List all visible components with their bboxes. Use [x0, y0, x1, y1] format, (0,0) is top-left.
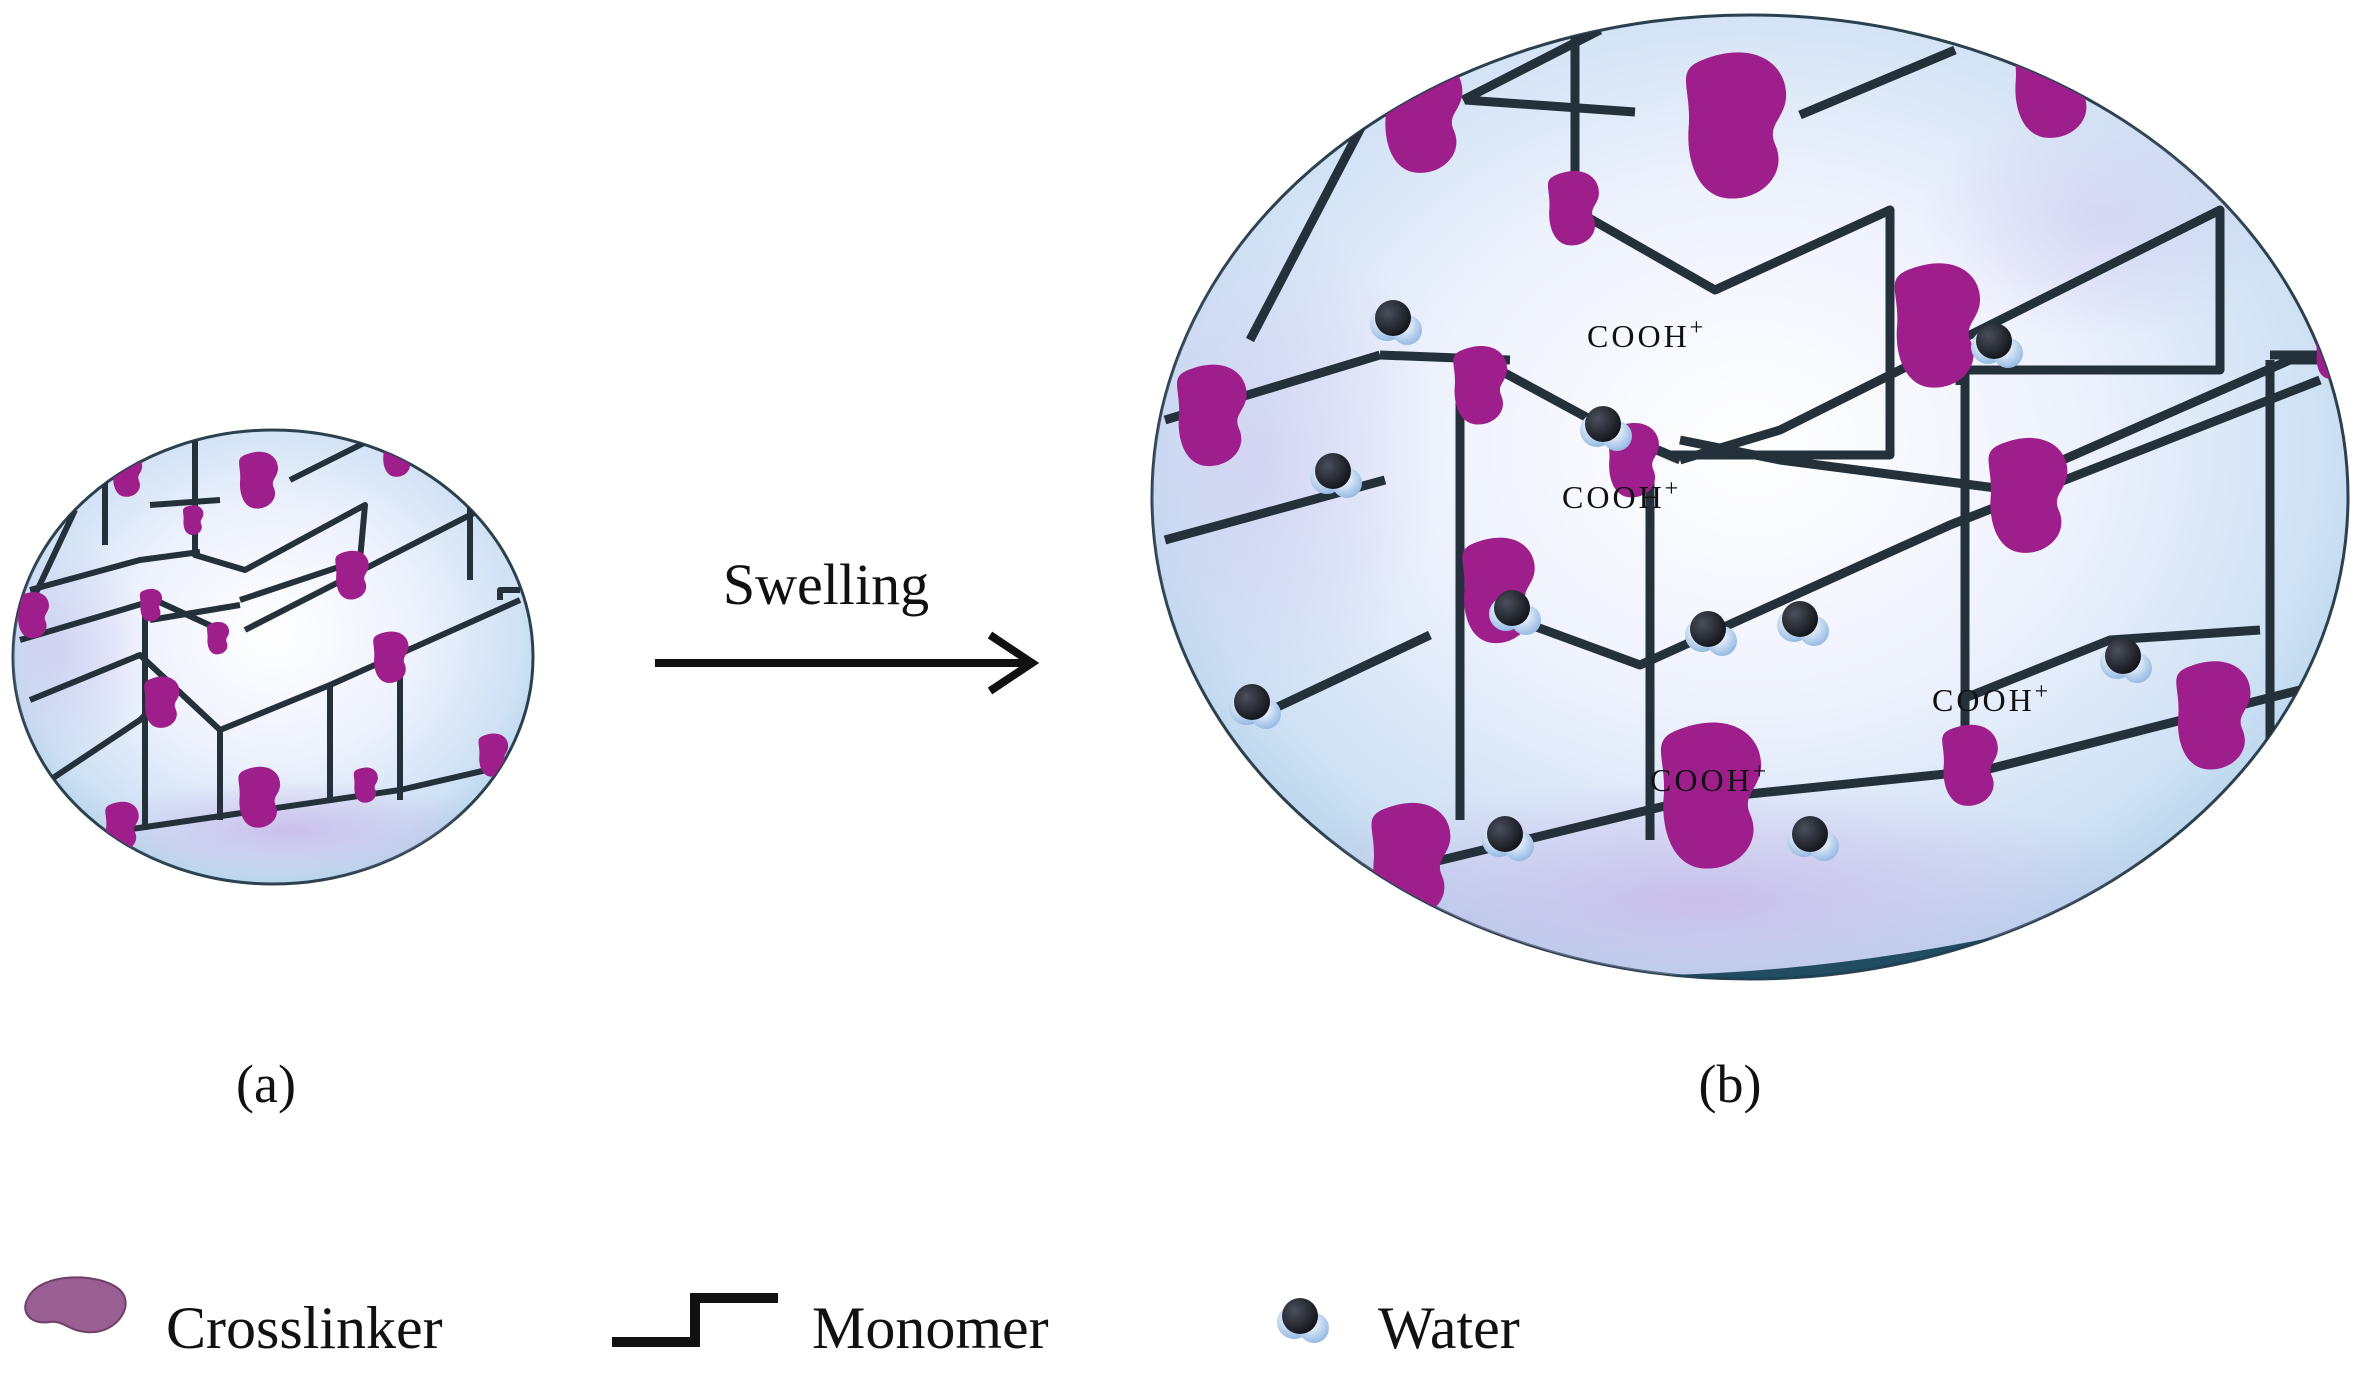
gel-panel-b: COOH+ COOH+ COOH+ COOH+ [1150, 13, 2350, 981]
crosslinker-shape [1988, 437, 2068, 553]
crosslinker-shape [206, 621, 230, 655]
water-legend-icon [1277, 1298, 1329, 1343]
legend-crosslinker-label: Crosslinker [166, 1295, 443, 1361]
crosslinker-shape [353, 767, 378, 803]
crosslinker-shape [335, 550, 369, 600]
legend-monomer-label: Monomer [812, 1295, 1049, 1361]
legend-water-label: Water [1378, 1295, 1520, 1361]
cooh-label: COOH [1932, 682, 2035, 718]
crosslinker-shape [139, 588, 163, 622]
legend-water: Water [1277, 1295, 1520, 1361]
cooh-groups: COOH+ COOH+ COOH+ COOH+ [1562, 315, 2051, 798]
gel-panel-a [11, 428, 535, 886]
monomer-legend-icon [612, 1293, 778, 1347]
cooh-label: COOH [1650, 762, 1753, 798]
swelling-arrow [655, 631, 1040, 695]
crosslinker-shape [1383, 57, 1463, 173]
crosslinker-shape [1177, 364, 1247, 467]
cooh-label: COOH [1587, 318, 1690, 354]
crosslinker-shape [1942, 724, 1998, 806]
legend-crosslinker: Crosslinker [24, 1276, 443, 1361]
panel-label-a: (a) [236, 1054, 296, 1114]
crosslinker-shape [182, 505, 204, 535]
crosslinker-shape [1894, 263, 1981, 388]
svg-text:COOH+: COOH+ [1562, 476, 1681, 515]
cooh-charge: + [2035, 679, 2052, 705]
crosslinker-shape [2315, 331, 2348, 379]
crosslinker-shape [238, 766, 281, 828]
legend-monomer: Monomer [612, 1293, 1049, 1361]
svg-text:COOH+: COOH+ [1587, 315, 1706, 354]
crosslinker-legend-icon [24, 1276, 127, 1334]
cooh-charge: + [1665, 476, 1682, 502]
crosslinker-shape [382, 433, 413, 477]
legend: Crosslinker Monomer Water [24, 1276, 1520, 1361]
cooh-label: COOH [1562, 479, 1665, 515]
svg-text:COOH+: COOH+ [1650, 759, 1769, 798]
crosslinker-shape [1685, 52, 1787, 199]
panel-label-b: (b) [1699, 1054, 1762, 1114]
crosslinker-shape [1547, 171, 1599, 246]
crosslinker-shape [1453, 346, 1508, 425]
arrow-label: Swelling [723, 552, 929, 617]
cooh-charge: + [1690, 315, 1707, 341]
crosslinker-shape [17, 592, 49, 639]
svg-text:COOH+: COOH+ [1932, 679, 2051, 718]
crosslinker-shape [144, 676, 180, 728]
cooh-charge: + [1753, 759, 1770, 785]
crosslinker-shape [373, 631, 409, 683]
crosslinker-shape [478, 733, 509, 777]
crosslinker-shape [2176, 661, 2251, 770]
crosslinker-shape [1371, 802, 1451, 918]
crosslinker-shape [239, 451, 278, 509]
